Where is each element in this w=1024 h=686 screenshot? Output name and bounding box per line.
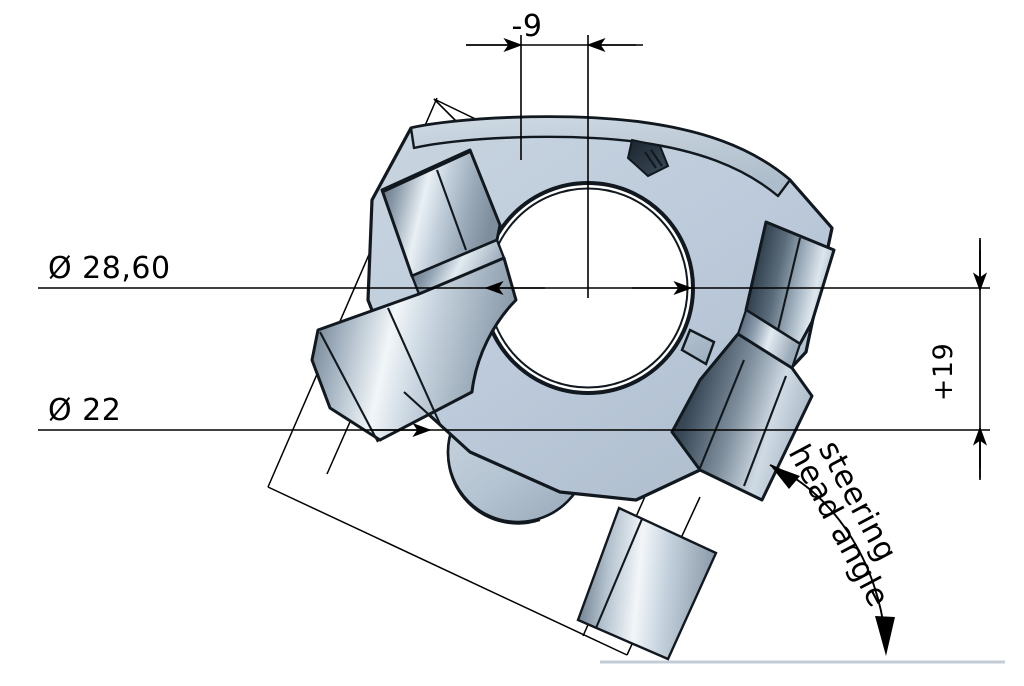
left-arm-lower [310, 256, 518, 443]
right-arm-upper [744, 220, 836, 346]
dimension-offset-top: -9 [466, 9, 643, 298]
dimension-bore-lower: Ø 22 [38, 393, 990, 438]
dimension-offset-vertical-label: +19 [928, 343, 959, 401]
lower-tube [576, 506, 718, 661]
annotation-steering-head-angle: steering head angle [769, 435, 904, 656]
dimension-bore-upper: Ø 28,60 [38, 251, 990, 296]
angle-arrowhead-lower [875, 616, 895, 656]
right-bore-relief [680, 328, 716, 366]
dimension-bore-lower-label: Ø 22 [48, 393, 121, 428]
angle-arrowhead-upper [770, 465, 800, 489]
left-arm-upper [380, 148, 502, 278]
dimension-offset-vertical: +19 [928, 238, 988, 480]
dimension-offset-top-label: -9 [512, 9, 543, 44]
right-arm-lower [670, 332, 814, 502]
clamp-body [310, 115, 836, 661]
body-top-face [409, 115, 792, 198]
dimension-bore-upper-label: Ø 28,60 [48, 251, 171, 286]
